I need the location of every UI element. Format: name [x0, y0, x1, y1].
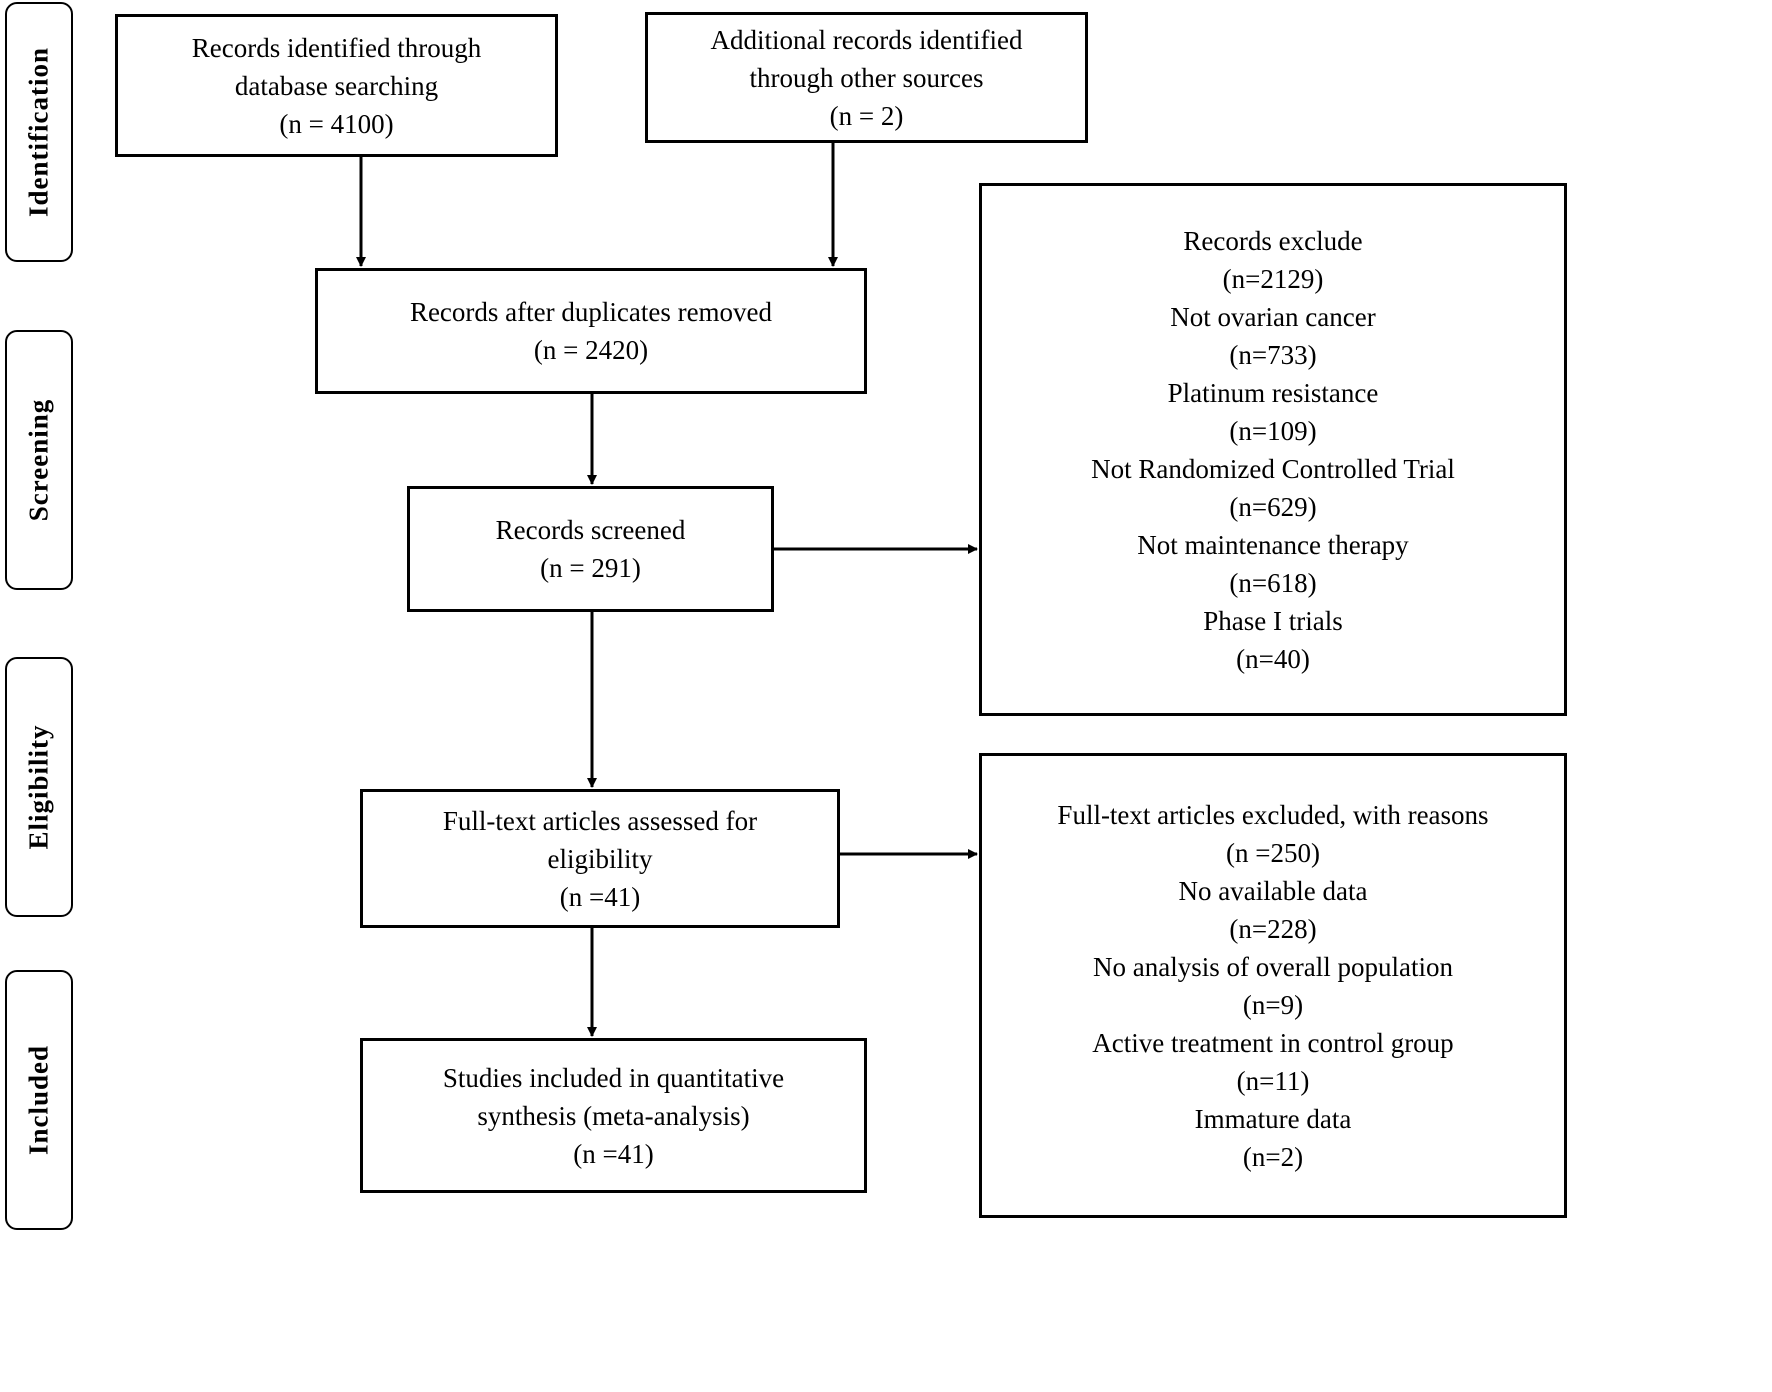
box-line: (n=2129) [1222, 263, 1324, 294]
box-line: (n=618) [1229, 567, 1317, 598]
box-line: (n=11) [1236, 1065, 1310, 1096]
other-sources-box: Additional records identified through ot… [645, 12, 1088, 143]
flow-arrows [356, 142, 978, 1037]
stage-screening: Screening [5, 330, 73, 590]
duplicates-removed-box: Records after duplicates removed (n = 24… [315, 268, 867, 394]
stage-identification-label: Identification [23, 46, 54, 218]
box-line: synthesis (meta-analysis) [477, 1100, 750, 1131]
box-line: No available data [1178, 875, 1368, 906]
box-line: (n=733) [1229, 339, 1317, 370]
stage-included: Included [5, 970, 73, 1230]
box-line: (n=9) [1242, 989, 1304, 1020]
records-screened-box: Records screened (n = 291) [407, 486, 774, 612]
box-line: (n =250) [1226, 837, 1320, 868]
stage-eligibility: Eligibility [5, 657, 73, 917]
box-line: (n=629) [1229, 491, 1317, 522]
box-line: Not maintenance therapy [1137, 529, 1409, 560]
box-line: Active treatment in control group [1092, 1027, 1454, 1058]
box-line: (n = 291) [540, 553, 641, 583]
box-line: Full-text articles assessed for [442, 805, 758, 836]
box-line: (n = 2420) [533, 335, 649, 365]
box-line: Not Randomized Controlled Trial [1091, 453, 1455, 484]
box-line: eligibility [547, 843, 653, 874]
box-line: Additional records identified [710, 24, 1023, 55]
box-line: Platinum resistance [1167, 377, 1379, 408]
box-line: (n=109) [1229, 415, 1317, 446]
box-line: (n=2) [1242, 1141, 1304, 1172]
box-line: (n =41) [573, 1138, 654, 1169]
stage-included-label: Included [23, 1044, 54, 1156]
fulltext-excluded-box: Full-text articles excluded, with reason… [979, 753, 1567, 1218]
box-line: (n=40) [1236, 643, 1310, 674]
records-excluded-box: Records exclude (n=2129) Not ovarian can… [979, 183, 1567, 716]
box-line: Full-text articles excluded, with reason… [1057, 799, 1489, 830]
box-line: Records after duplicates removed [409, 297, 773, 327]
box-line: Studies included in quantitative [442, 1062, 785, 1093]
box-line: Phase I trials [1203, 605, 1343, 636]
studies-included-box: Studies included in quantitative synthes… [360, 1038, 867, 1193]
box-line: Records screened [495, 515, 686, 545]
box-line: (n =41) [559, 881, 641, 912]
box-line: (n=228) [1229, 913, 1317, 944]
box-line: Records exclude [1183, 225, 1363, 256]
box-line: Not ovarian cancer [1170, 301, 1376, 332]
stage-eligibility-label: Eligibility [23, 724, 54, 850]
stage-screening-label: Screening [23, 398, 54, 522]
fulltext-assessed-box: Full-text articles assessed for eligibil… [360, 789, 840, 928]
box-line: (n = 4100) [279, 108, 394, 139]
box-line: (n = 2) [829, 100, 904, 131]
database-records-box: Records identified through database sear… [115, 14, 558, 157]
box-line: database searching [234, 70, 439, 101]
box-line: Immature data [1194, 1103, 1352, 1134]
stage-identification: Identification [5, 2, 73, 262]
box-line: No analysis of overall population [1093, 951, 1453, 982]
box-line: through other sources [749, 62, 984, 93]
box-line: Records identified through [191, 32, 482, 63]
